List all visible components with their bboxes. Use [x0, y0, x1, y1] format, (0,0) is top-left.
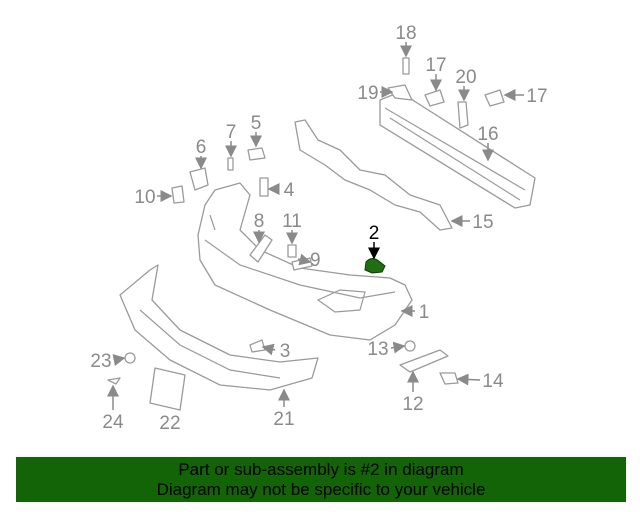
part-20-bracket — [457, 101, 469, 129]
callout-24[interactable]: 24 — [102, 412, 124, 433]
info-banner: Part or sub-assembly is #2 in diagram Di… — [16, 457, 626, 502]
part-17-bolt — [424, 89, 445, 107]
callout-6[interactable]: 6 — [196, 137, 207, 158]
part-7-pin — [227, 157, 234, 171]
callout-21[interactable]: 21 — [273, 409, 294, 430]
callout-15[interactable]: 15 — [472, 212, 493, 233]
callout-13[interactable]: 13 — [367, 339, 388, 360]
callout-4[interactable]: 4 — [284, 180, 295, 201]
part-24-screw — [107, 377, 121, 385]
callout-18[interactable]: 18 — [395, 23, 416, 44]
part-5-clip — [247, 147, 266, 161]
callout-2-selected[interactable]: 2 — [369, 223, 380, 244]
callout-5[interactable]: 5 — [251, 113, 262, 134]
part-12-bracket — [399, 349, 449, 373]
callout-14[interactable]: 14 — [482, 371, 504, 392]
part-3-clip — [249, 339, 266, 353]
part-4-bolt — [259, 177, 269, 197]
leader-lines — [107, 42, 524, 410]
callout-labels: 18 17 20 17 19 16 5 6 7 4 10 8 11 9 15 2… — [90, 23, 547, 434]
part-18-bolt — [402, 57, 410, 75]
part-13-nut — [404, 340, 416, 352]
part-23-grommet — [124, 352, 136, 364]
part-2-sensor[interactable] — [364, 258, 386, 274]
callout-17b[interactable]: 17 — [526, 86, 547, 107]
callout-20[interactable]: 20 — [455, 67, 476, 88]
callout-7[interactable]: 7 — [226, 122, 237, 143]
part-10-bracket — [171, 185, 185, 204]
callout-17[interactable]: 17 — [425, 55, 446, 76]
banner-line-1: Part or sub-assembly is #2 in diagram — [178, 460, 464, 479]
part-1-bumper-cover[interactable] — [197, 182, 413, 341]
callout-8[interactable]: 8 — [254, 211, 265, 232]
callout-9[interactable]: 9 — [310, 250, 321, 271]
part-21-lower-cover[interactable] — [119, 264, 319, 391]
callout-16[interactable]: 16 — [477, 124, 498, 145]
callout-19[interactable]: 19 — [357, 83, 378, 104]
part-11-clip — [287, 244, 297, 258]
callout-22[interactable]: 22 — [159, 413, 180, 434]
part-22-plate[interactable] — [149, 367, 186, 411]
banner-line-2: Diagram may not be specific to your vehi… — [156, 480, 486, 499]
callout-1[interactable]: 1 — [419, 302, 430, 323]
callout-12[interactable]: 12 — [402, 394, 423, 415]
callout-11[interactable]: 11 — [282, 211, 302, 232]
callout-23[interactable]: 23 — [90, 351, 111, 372]
callout-10[interactable]: 10 — [134, 187, 155, 208]
part-14-bolt — [439, 372, 459, 385]
part-6-bracket — [189, 167, 209, 191]
callout-3[interactable]: 3 — [280, 341, 291, 362]
part-15-absorber[interactable] — [294, 119, 453, 231]
part-17b-bolt — [484, 89, 505, 107]
